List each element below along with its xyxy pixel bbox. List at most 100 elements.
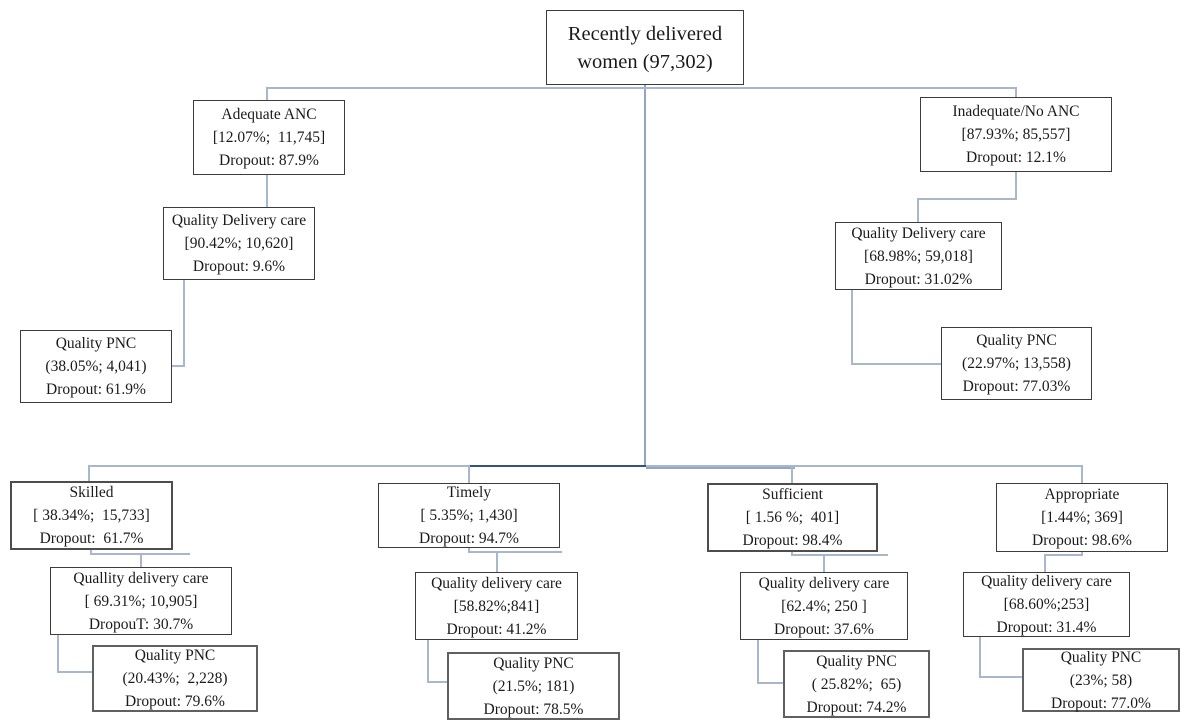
connector-line [468, 548, 470, 553]
node-stat: (21.5%; 181) [492, 677, 575, 695]
connector-line [172, 365, 185, 367]
node-stat: (22.97%; 13,558) [962, 355, 1071, 372]
node-stat: [ 38.34%; 15,733] [33, 507, 150, 524]
node-quality-delivery-care-appropriate: Quality delivery care [68.60%;253] Dropo… [963, 572, 1130, 637]
node-quality-pnc-skilled: Quality PNC (20.43%; 2,228) Dropout: 79.… [92, 645, 258, 712]
node-dropout: Dropout: 61.7% [39, 530, 144, 547]
connector-line [266, 175, 268, 207]
connector-line [644, 85, 646, 467]
connector-line [757, 640, 759, 684]
node-dropout: Dropout: 94.7% [419, 530, 519, 547]
node-stat: [90.42%; 10,620] [184, 235, 294, 252]
connector-line [1015, 87, 1017, 97]
connector-line [917, 198, 1017, 200]
connector-line [791, 465, 793, 483]
connector-line [757, 682, 783, 684]
node-dropout: Dropout: 78.5% [483, 700, 584, 718]
node-dropout: Dropout: 77.0% [1051, 694, 1151, 712]
connector-line [468, 465, 470, 483]
node-dropout: Dropout: 41.2% [446, 620, 547, 638]
node-stat: [ 5.35%; 1,430] [420, 507, 518, 524]
node-title: Quality PNC [816, 652, 897, 670]
node-title: Quality PNC [976, 332, 1057, 349]
connector-line [1044, 554, 1083, 556]
node-stat: [68.98%; 59,018] [864, 247, 973, 265]
connector-line [140, 553, 142, 567]
node-dropout: Dropout: 9.6% [192, 258, 286, 275]
connector-line [979, 676, 1022, 678]
node-stat: (38.05%; 4,041) [45, 358, 147, 375]
node-stat: [62.4%; 250 ] [781, 597, 867, 615]
connector-line [1015, 172, 1017, 200]
connector-line [90, 550, 92, 555]
node-title: Adequate ANC [221, 106, 317, 123]
node-quality-delivery-care-sufficient: Quality delivery care [62.4%; 250 ] Drop… [740, 572, 908, 640]
node-quality-pnc-sufficient: Quality PNC ( 25.82%; 65) Dropout: 74.2% [783, 650, 930, 718]
node-quality-pnc-appropriate: Quality PNC (23%; 58) Dropout: 77.0% [1022, 648, 1180, 712]
connector-line [917, 198, 919, 222]
node-quality-delivery-care-adequate: Quality Delivery care [90.42%; 10,620] D… [163, 207, 315, 280]
node-inadequate-no-anc: Inadequate/No ANC [87.93%; 85,557] Dropo… [920, 97, 1112, 172]
node-title: Quallity delivery care [73, 569, 209, 587]
connector-line [427, 640, 429, 683]
node-stat: [1.44%; 369] [1041, 509, 1123, 526]
connector-line [470, 465, 646, 467]
connector-line [979, 637, 981, 678]
node-title: Sufficient [762, 486, 823, 503]
node-adequate-anc: Adequate ANC [12.07%; 11,745] Dropout: 8… [193, 100, 345, 175]
node-dropout: Dropout: 31.4% [996, 619, 1097, 636]
connector-line [57, 671, 92, 673]
node-dropout: Dropout: 12.1% [966, 149, 1066, 166]
node-title: Quality Delivery care [851, 224, 986, 242]
node-recently-delivered-women: Recently delivered women (97,302) [546, 10, 744, 85]
node-stat: ( 25.82%; 65) [811, 675, 902, 693]
node-title: Quality Delivery care [171, 212, 307, 229]
node-skilled: Skilled [ 38.34%; 15,733] Dropout: 61.7% [10, 481, 173, 550]
connector-line [823, 554, 825, 572]
node-timely: Timely [ 5.35%; 1,430] Dropout: 94.7% [378, 483, 560, 548]
node-stat: [ 69.31%; 10,905] [84, 592, 198, 610]
connector-line [851, 363, 941, 365]
node-title: Quality PNC [55, 335, 137, 352]
node-title: Quality PNC [134, 647, 216, 664]
node-title: women (97,302) [577, 50, 713, 73]
node-dropout: Dropout: 37.6% [774, 620, 874, 638]
node-title: Quality delivery care [981, 573, 1112, 590]
node-dropout: Dropout: 98.6% [1032, 532, 1132, 549]
connector-line [183, 280, 185, 367]
node-dropout: Dropout: 77.03% [962, 378, 1071, 395]
connector-line [791, 554, 888, 556]
node-title: Appropriate [1044, 486, 1120, 503]
node-title: Recently delivered [567, 22, 723, 45]
node-title: Timely [446, 484, 492, 501]
node-stat: [68.60%;253] [1003, 596, 1090, 613]
connector-line [266, 87, 268, 100]
node-stat: (20.43%; 2,228) [122, 670, 228, 687]
node-dropout: DropouT: 30.7% [88, 615, 194, 633]
connector-line [1081, 465, 1083, 483]
connector-line [266, 87, 1016, 89]
node-quality-pnc-timely: Quality PNC (21.5%; 181) Dropout: 78.5% [447, 652, 620, 720]
connector-line [1044, 554, 1046, 572]
node-dropout: Dropout: 74.2% [806, 698, 907, 716]
connector-line [646, 467, 795, 469]
node-quality-pnc-adequate: Quality PNC (38.05%; 4,041) Dropout: 61.… [20, 330, 172, 403]
node-appropriate: Appropriate [1.44%; 369] Dropout: 98.6% [996, 483, 1168, 552]
node-stat: [12.07%; 11,745] [212, 129, 326, 146]
node-sufficient: Sufficient [ 1.56 %; 401] Dropout: 98.4% [707, 483, 878, 552]
node-title: Quality delivery care [431, 574, 562, 592]
node-dropout: Dropout: 79.6% [125, 693, 225, 710]
node-stat: [58.82%;841] [453, 597, 540, 615]
connector-line [427, 681, 447, 683]
connector-line [851, 290, 853, 365]
connector-line [496, 551, 498, 572]
node-dropout: Dropout: 61.9% [46, 381, 146, 398]
node-quality-delivery-care-inadequate: Quality Delivery care [68.98%; 59,018] D… [835, 222, 1002, 290]
node-quality-delivery-care-timely: Quality delivery care [58.82%;841] Dropo… [415, 572, 578, 640]
node-dropout: Dropout: 31.02% [864, 270, 973, 288]
connector-line [57, 635, 59, 673]
connector-line [88, 465, 90, 481]
node-title: Quality PNC [493, 654, 574, 672]
node-title: Quality PNC [1060, 648, 1142, 666]
